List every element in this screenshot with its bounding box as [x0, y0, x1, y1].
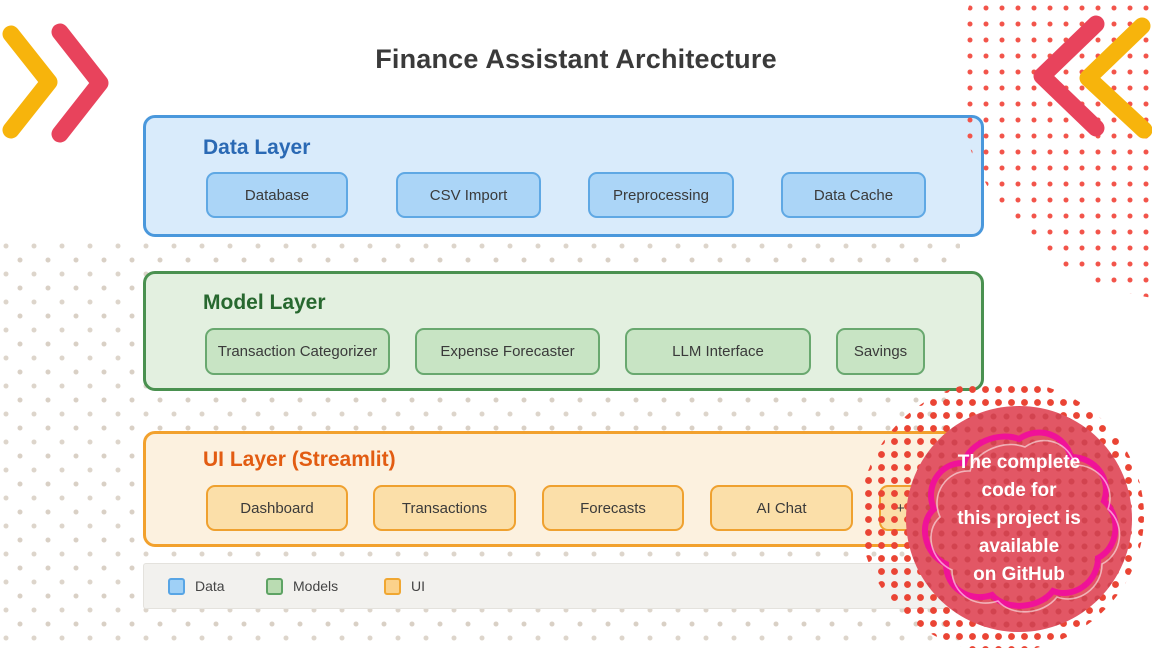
data-layer-title: Data Layer: [203, 136, 311, 159]
node-forecasts: Forecasts: [542, 485, 684, 531]
wavy-ring-icon: [922, 429, 1121, 613]
page-title: Finance Assistant Architecture: [375, 44, 777, 74]
badge-line: The complete: [957, 452, 1081, 473]
ui-layer: UI Layer (Streamlit) Dashboard Transacti…: [143, 431, 1021, 547]
ui-layer-title: UI Layer (Streamlit): [203, 448, 396, 471]
node-csv-import: CSV Import: [396, 172, 541, 218]
badge-line: code for: [981, 480, 1057, 501]
badge-line: this project is: [957, 508, 1081, 529]
node-ai-chat: AI Chat: [710, 485, 853, 531]
model-layer-title: Model Layer: [203, 291, 326, 314]
legend-item-ui: UI: [384, 564, 425, 608]
github-badge: The complete code for this project is av…: [906, 406, 1132, 632]
node-database: Database: [206, 172, 348, 218]
ui-color-swatch: [384, 577, 401, 595]
legend-item-data: Data: [168, 564, 225, 608]
node-data-cache: Data Cache: [781, 172, 926, 218]
node-savings: Savings: [836, 328, 925, 375]
badge-line: available: [978, 536, 1060, 557]
chevrons-right-icon: [2, 23, 109, 143]
legend-label: UI: [411, 578, 425, 594]
legend-label: Data: [195, 578, 225, 594]
data-layer: Data Layer Database CSV Import Preproces…: [143, 115, 984, 237]
legend-bar: Data Models UI: [143, 563, 986, 609]
models-color-swatch: [266, 577, 283, 595]
data-color-swatch: [168, 577, 185, 595]
node-dashboard: Dashboard: [206, 485, 348, 531]
badge-text: The complete code for this project is av…: [957, 449, 1081, 589]
badge-line: on GitHub: [973, 564, 1065, 585]
chevrons-left-icon: [1033, 15, 1152, 139]
node-llm-interface: LLM Interface: [625, 328, 811, 375]
node-expense-forecaster: Expense Forecaster: [415, 328, 600, 375]
legend-item-models: Models: [266, 564, 338, 608]
node-preprocessing: Preprocessing: [588, 172, 734, 218]
node-transaction-categorizer: Transaction Categorizer: [205, 328, 390, 375]
node-transactions: Transactions: [373, 485, 516, 531]
legend-label: Models: [293, 578, 339, 594]
model-layer: Model Layer Transaction Categorizer Expe…: [143, 271, 984, 391]
